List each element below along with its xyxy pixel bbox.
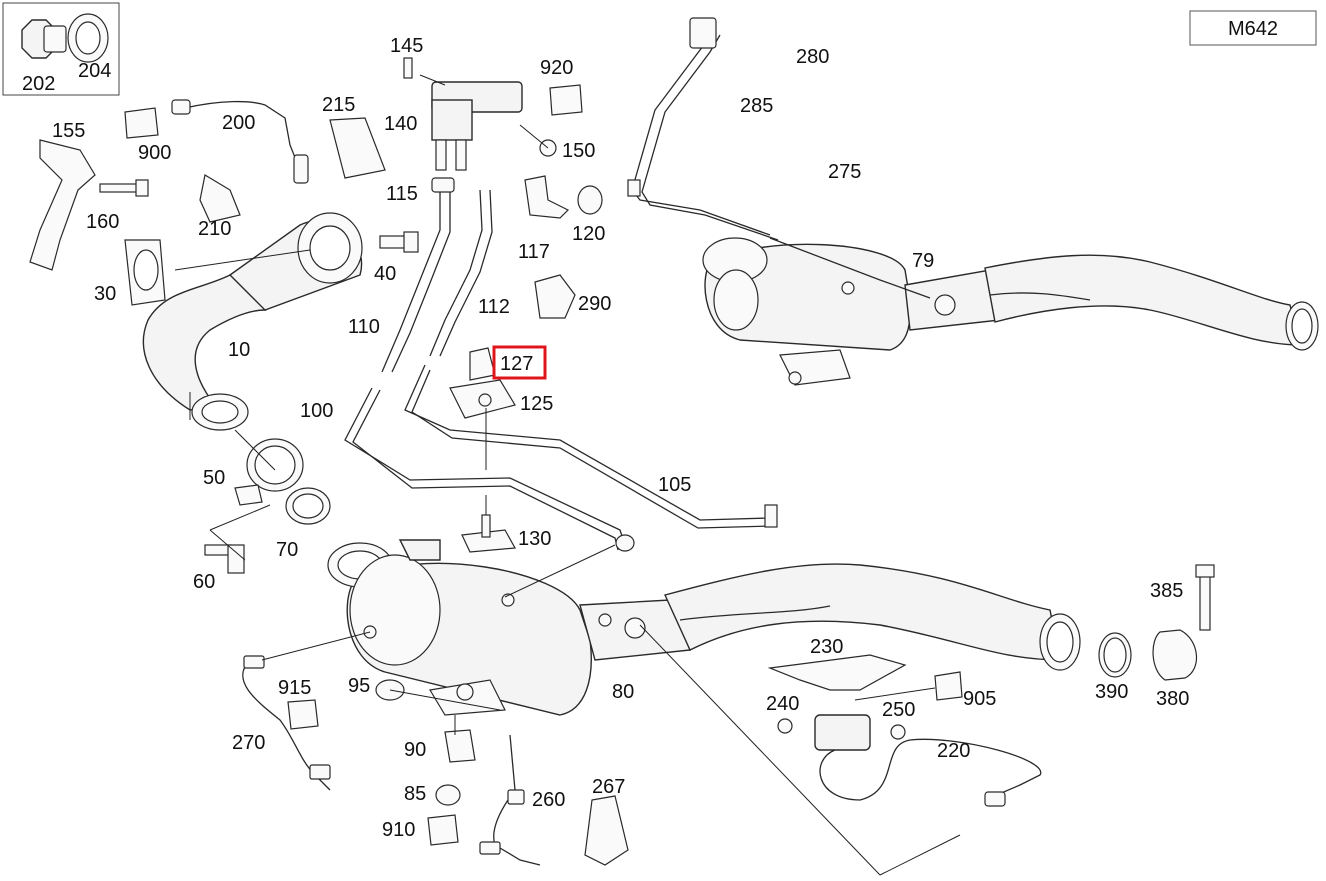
callout-115: 115: [386, 183, 418, 205]
highlight-box: [492, 345, 547, 380]
label-900-tag: [124, 107, 159, 139]
callout-215: 215: [322, 94, 355, 116]
sensor-cable-200: [184, 100, 301, 171]
bolt-385: [1199, 574, 1211, 631]
callout-275: 275: [828, 161, 861, 183]
callout-920: 920: [540, 57, 573, 79]
bracket-117: [524, 175, 570, 219]
callout-79: 79: [912, 250, 934, 272]
callout-280: 280: [796, 46, 829, 68]
callout-230: 230: [810, 636, 843, 658]
callout-204: 204: [78, 60, 111, 82]
rubber-mount-90: [444, 729, 476, 763]
callout-125: 125: [520, 393, 553, 415]
sensor-cable-220: [819, 738, 1042, 801]
screw-240: [777, 718, 793, 734]
clamp-380: [1152, 629, 1198, 681]
leader-lines: [174, 74, 961, 876]
callout-50: 50: [203, 467, 225, 489]
callout-900: 900: [138, 142, 171, 164]
callout-220: 220: [937, 740, 970, 762]
callout-127: 127: [500, 353, 533, 375]
callout-380: 380: [1156, 688, 1189, 710]
bracket-230: [767, 654, 907, 691]
bracket-210: [199, 174, 241, 223]
callouts: 202 204 145 920 280 285 275 155 200 900 …: [22, 35, 1189, 841]
cover-267: [584, 795, 629, 866]
callout-285: 285: [740, 95, 773, 117]
callout-290: 290: [578, 293, 611, 315]
callout-155: 155: [52, 120, 85, 142]
rubber-mount-127: [469, 347, 496, 381]
callout-905: 905: [963, 688, 996, 710]
hose-112: [429, 189, 483, 357]
pressure-sensor-assembly: [403, 57, 583, 171]
callout-260: 260: [532, 789, 565, 811]
callout-200: 200: [222, 112, 255, 134]
callout-60: 60: [193, 571, 215, 593]
callout-267: 267: [592, 776, 625, 798]
callout-120: 120: [572, 223, 605, 245]
label-920-tag: [549, 84, 583, 116]
callout-140: 140: [384, 113, 417, 135]
callout-105: 105: [658, 474, 691, 496]
callout-30: 30: [94, 283, 116, 305]
callout-85: 85: [404, 783, 426, 805]
label-910-tag: [427, 814, 459, 846]
callout-160: 160: [86, 211, 119, 233]
hose-110: [381, 190, 441, 373]
upper-right-converter: [627, 17, 1319, 386]
bolt-60: [204, 544, 232, 556]
label-905-tag: [934, 671, 963, 701]
callout-10: 10: [228, 339, 250, 361]
clamp-115: [431, 177, 455, 193]
bolt-160: [99, 183, 141, 193]
callout-112: 112: [478, 296, 510, 318]
bolt-145: [403, 57, 413, 79]
front-catalytic-converter: [124, 212, 419, 431]
callout-70: 70: [276, 539, 298, 561]
callout-130: 130: [518, 528, 551, 550]
callout-385: 385: [1150, 580, 1183, 602]
clip-290: [534, 274, 576, 319]
model-text: M642: [1228, 18, 1278, 40]
callout-80: 80: [612, 681, 634, 703]
nut-120: [577, 185, 603, 215]
bracket-130: [461, 529, 516, 553]
callout-145: 145: [390, 35, 423, 57]
callout-210: 210: [198, 218, 231, 240]
callout-910: 910: [382, 819, 415, 841]
callout-100: 100: [300, 400, 333, 422]
shield-215: [329, 117, 386, 179]
callout-117: 117: [518, 241, 550, 263]
callout-202: 202: [22, 73, 55, 95]
tube-100: [344, 387, 626, 546]
callout-95: 95: [348, 675, 370, 697]
callout-390: 390: [1095, 681, 1128, 703]
callout-40: 40: [374, 263, 396, 285]
label-915-tag: [287, 699, 319, 730]
nox-sensor-control: [814, 714, 871, 751]
inset-plug-seal: [2, 2, 120, 96]
callout-270: 270: [232, 732, 265, 754]
callout-150: 150: [562, 140, 595, 162]
callout-110: 110: [348, 316, 380, 338]
tube-105: [404, 364, 771, 521]
callout-90: 90: [404, 739, 426, 761]
model-label: M642: [1189, 10, 1317, 46]
sensor-cable-270: [242, 659, 331, 791]
nut-85: [435, 784, 461, 806]
callout-915: 915: [278, 677, 311, 699]
screw-250: [890, 724, 906, 740]
main-particulate-filter: [327, 539, 1081, 716]
bracket-155: [29, 139, 96, 271]
callout-240: 240: [766, 693, 799, 715]
callout-250: 250: [882, 699, 915, 721]
